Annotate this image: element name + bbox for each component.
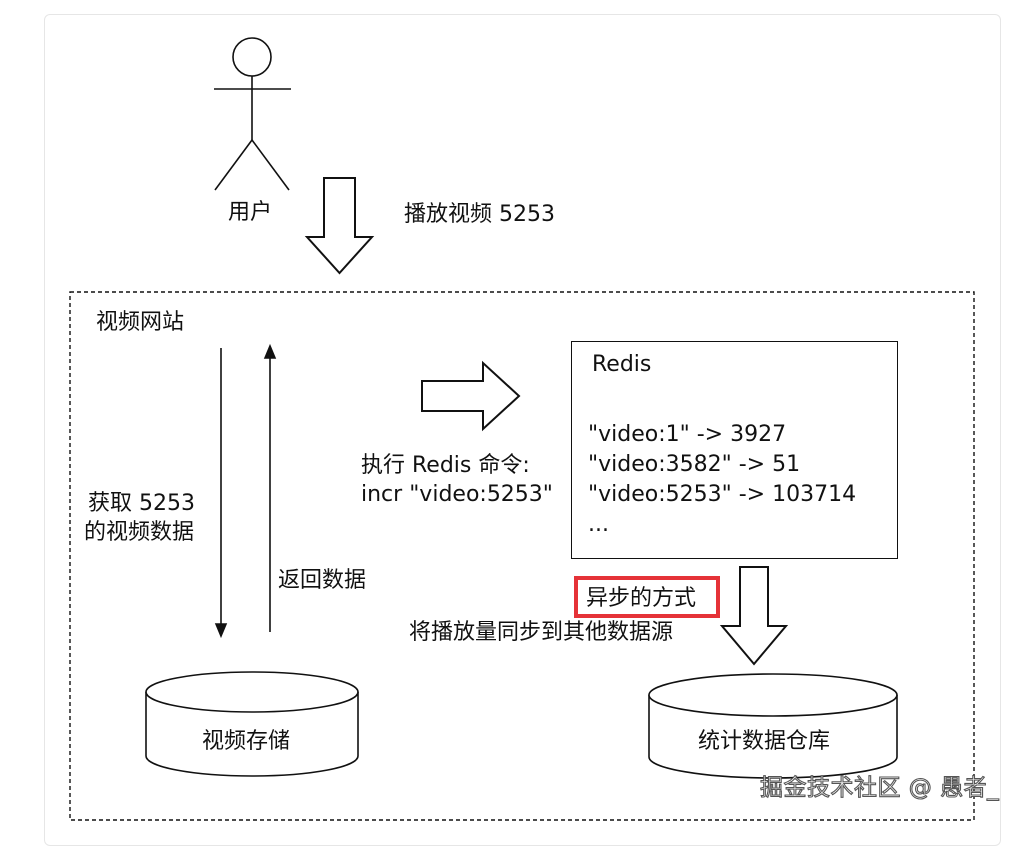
redis-entry: "video:3582" -> 51 xyxy=(588,452,801,477)
stats-warehouse-cylinder-icon xyxy=(648,673,898,779)
async-label: 异步的方式 xyxy=(586,586,697,611)
return-data-label: 返回数据 xyxy=(278,568,367,593)
website-label: 视频网站 xyxy=(96,310,185,335)
fetch-label-line2: 的视频数据 xyxy=(84,520,195,545)
redis-right-arrow-icon xyxy=(421,360,521,432)
watermark: 掘金技术社区 @ 愚者_ xyxy=(759,774,1000,801)
async-highlight: 异步的方式 xyxy=(574,576,720,618)
redis-title: Redis xyxy=(592,352,652,377)
stats-warehouse-label: 统计数据仓库 xyxy=(698,729,831,754)
redis-entry: "video:1" -> 3927 xyxy=(588,422,787,447)
fetch-label-line1: 获取 5253 xyxy=(88,491,195,516)
return-arrow-icon xyxy=(263,343,277,632)
redis-entry: "video:5253" -> 103714 xyxy=(588,482,857,507)
fetch-arrow-icon xyxy=(214,348,228,639)
redis-entry: ... xyxy=(588,512,609,537)
video-storage-cylinder-icon xyxy=(145,671,359,777)
user-label: 用户 xyxy=(228,200,273,225)
sync-label: 将播放量同步到其他数据源 xyxy=(409,620,674,645)
play-request-label: 播放视频 5253 xyxy=(404,202,555,227)
diagram-canvas xyxy=(69,37,975,821)
redis-entries: "video:1" -> 3927 "video:3582" -> 51 "vi… xyxy=(588,420,856,540)
redis-box: Redis "video:1" -> 3927 "video:3582" -> … xyxy=(571,341,898,559)
sync-down-arrow-icon xyxy=(719,566,789,666)
play-down-arrow-icon xyxy=(304,177,375,275)
website-boundary xyxy=(69,291,975,821)
video-storage-label: 视频存储 xyxy=(202,729,291,754)
redis-command-line1: 执行 Redis 命令: xyxy=(361,453,530,478)
user-figure-icon xyxy=(214,37,291,191)
redis-command-line2: incr "video:5253" xyxy=(361,482,553,507)
